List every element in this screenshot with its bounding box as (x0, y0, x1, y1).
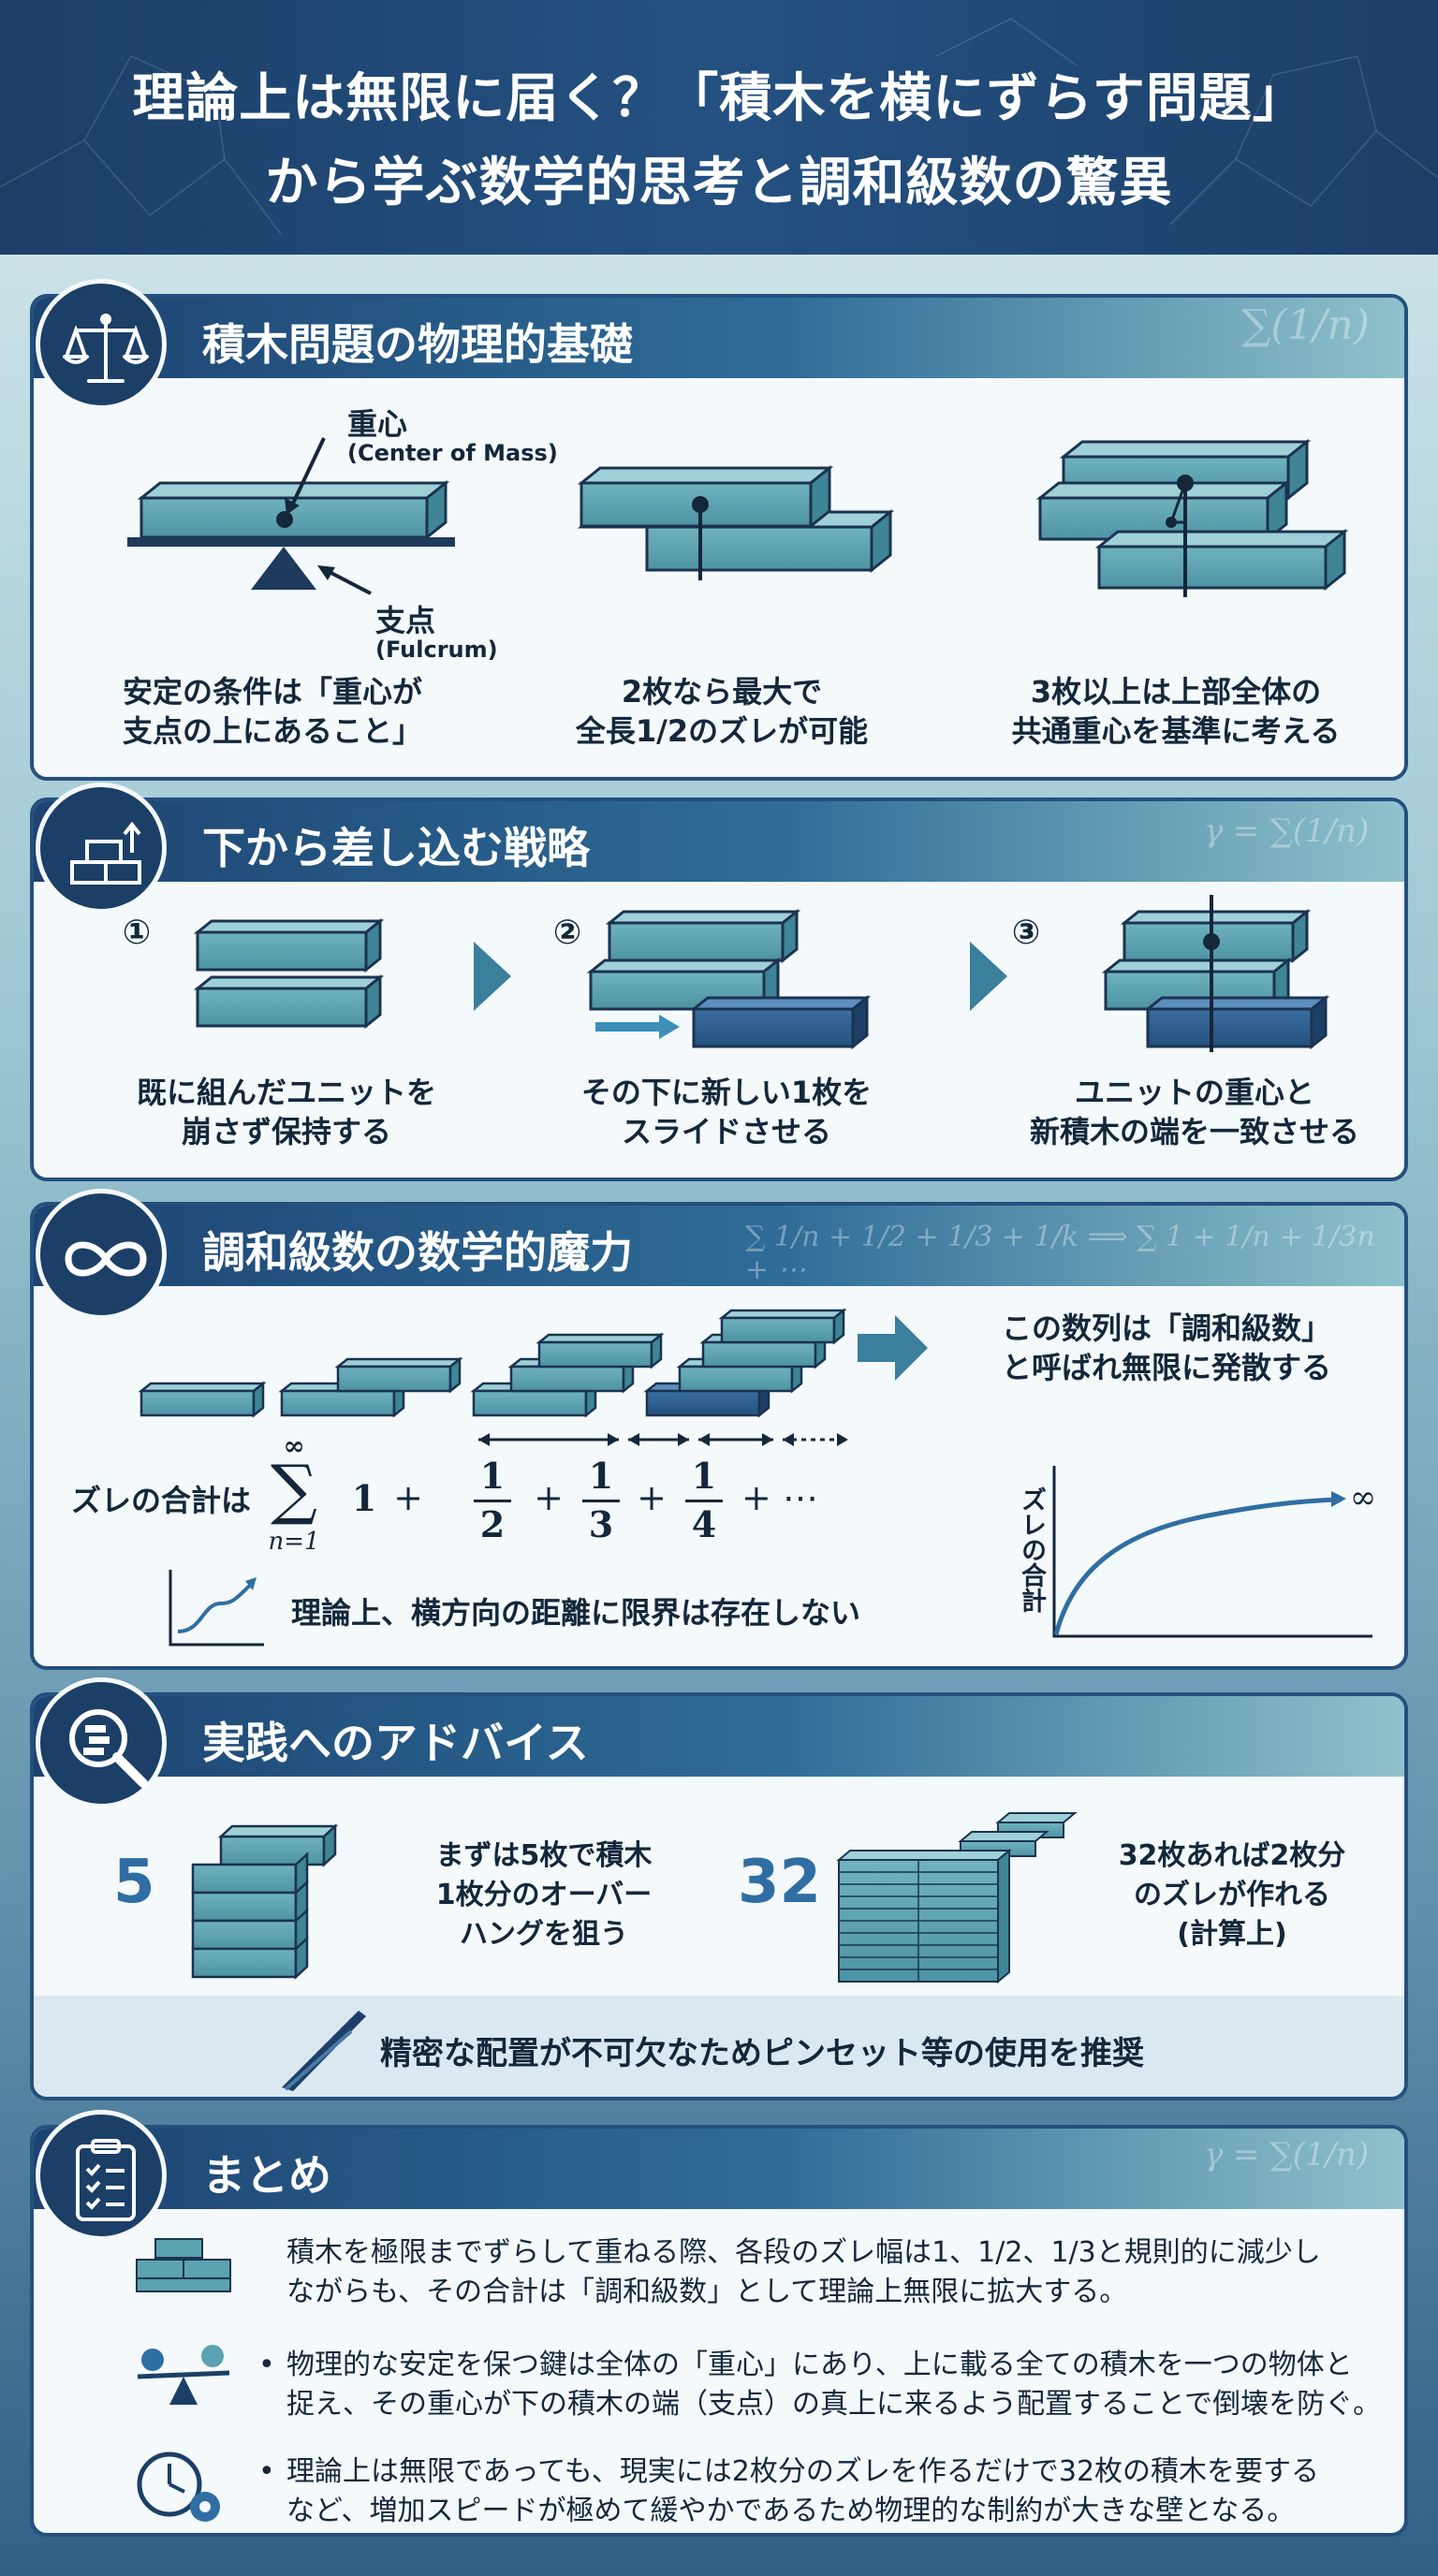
section4-title: 実践へのアドバイス (202, 1718, 589, 1768)
clipboard-checklist-icon (76, 2139, 136, 2221)
five-blocks-number: 5 (113, 1848, 155, 1917)
math-decoration: ∑(1/n) (1241, 301, 1370, 349)
section-summary: まとめ γ = ∑(1/n) 積木を極限までずらして重ねる際、各段のズレ幅は1、… (30, 2125, 1408, 2537)
plus-sign: + (393, 1477, 423, 1518)
thirty-two-blocks-number: 32 (738, 1848, 822, 1917)
section4-header: 実践へのアドバイス (34, 1696, 1404, 1777)
thirty-two-blocks-caption: 32枚あれば2枚分のズレが作れる(計算上) (1118, 1839, 1346, 1951)
big-arrow-icon (858, 1315, 928, 1381)
summary-point-1: 積木を極限までずらして重ねる際、各段のズレ幅は1、1/2、1/3と規則的に減少し… (286, 2236, 1321, 2308)
existing-unit-blocks (193, 917, 385, 1030)
page-title-line2: から学ぶ数学的思考と調和級数の驚異 (265, 153, 1173, 213)
fulcrum-en-label: (Fulcrum) (375, 637, 498, 663)
section-insert-strategy: 下から差し込む戦略 γ = ∑(1/n) ① ② ③ (30, 798, 1408, 1181)
math-decoration: γ = ∑(1/n) (1204, 812, 1370, 850)
arrow-right-icon (474, 942, 511, 1011)
caption-two-blocks: 2枚なら最大で全長1/2のズレが可能 (575, 674, 869, 749)
section5-title: まとめ (202, 2150, 331, 2201)
graph-infinity-label: ∞ (1349, 1479, 1377, 1516)
staircase-blocks-diagram (138, 1308, 848, 1446)
frac2-numerator: 1 (479, 1455, 506, 1497)
sum-lower-limit: n=1 (268, 1528, 320, 1556)
section2-badge (36, 783, 167, 914)
step3-number: ③ (1011, 914, 1041, 952)
math-decoration: γ = ∑(1/n) (1204, 2136, 1370, 2174)
five-block-stack-diagram (191, 1823, 339, 1980)
aligned-unit-blocks (1101, 895, 1330, 1052)
seesaw-balance-icon (137, 2345, 230, 2405)
sum-upper-limit: ∞ (283, 1430, 305, 1461)
fulcrum-label: 支点 (375, 603, 436, 638)
summary-point-3: 理論上は無限であっても、現実には2枚分のズレを作るだけで32枚の積木を要するなど… (286, 2455, 1320, 2527)
tweezers-icon (282, 2011, 366, 2091)
stacked-blocks-icon (70, 821, 141, 885)
section3-header: 調和級数の数学的魔力 ∑ 1/n + 1/2 + 1/3 + 1/k ⟹ ∑ 1… (34, 1206, 1404, 1286)
caption-three-blocks: 3枚以上は上部全体の共通重心を基準に考える (1011, 674, 1341, 749)
frac3-numerator: 1 (588, 1455, 614, 1497)
bullet: • (258, 2349, 275, 2381)
frac4-bar (685, 1500, 723, 1502)
header-banner: 理論上は無限に届く？「積木を横にずらす問題」 から学ぶ数学的思考と調和級数の驚異 (0, 0, 1438, 255)
section2-title: 下から差し込む戦略 (202, 823, 590, 873)
bullet: • (258, 2455, 275, 2488)
infinity-icon (65, 1241, 147, 1277)
sum-sigma: ∑ (271, 1451, 317, 1528)
summary-point-2: 物理的な安定を保つ鍵は全体の「重心」にあり、上に載る全ての積木を一つの物体と捉え… (286, 2349, 1382, 2421)
growth-curve-icon (169, 1570, 264, 1647)
divergence-description: この数列は「調和級数」と呼ばれ無限に発散する (1001, 1310, 1331, 1385)
slide-new-block (586, 908, 872, 1050)
three-block-diagram (1035, 438, 1349, 597)
section2-header: 下から差し込む戦略 γ = ∑(1/n) (34, 801, 1404, 882)
graph-y-axis-label: ズレの合計 (1017, 1486, 1046, 1613)
section4-badge (36, 1677, 167, 1808)
frac2-bar (474, 1500, 511, 1502)
step1-number: ① (122, 914, 152, 952)
center-of-mass-en-label: (Center of Mass) (347, 440, 558, 466)
sum-term-1: 1 (351, 1477, 377, 1519)
section-physics-basics: 積木問題の物理的基礎 ∑(1/n) (30, 294, 1408, 781)
caption-slide-block: その下に新しい1枚をスライドさせる (580, 1075, 873, 1149)
strategy-diagrams (193, 895, 1330, 1052)
no-limit-note: 理論上、横方向の距離に限界は存在しない (291, 1595, 861, 1631)
section3-badge (36, 1189, 167, 1320)
frac2-denominator: 2 (479, 1503, 506, 1545)
section1-header: 積木問題の物理的基礎 ∑(1/n) (34, 298, 1404, 378)
network-pattern (0, 18, 1438, 235)
caption-keep-unit: 既に組んだユニットを崩さず保持する (136, 1075, 436, 1149)
caption-stability-condition: 安定の条件は「重心が支点の上にあること」 (122, 674, 422, 749)
plus-sign: + (534, 1477, 564, 1518)
frac4-numerator: 1 (691, 1455, 717, 1497)
section3-title: 調和級数の数学的魔力 (202, 1227, 633, 1278)
section-harmonic-series: 調和級数の数学的魔力 ∑ 1/n + 1/2 + 1/3 + 1/k ⟹ ∑ 1… (30, 1202, 1408, 1670)
magnifier-icon (69, 1709, 148, 1788)
sum-prefix: ズレの合計は (71, 1483, 252, 1518)
arrow-right-icon (970, 942, 1007, 1011)
caption-align-center: ユニットの重心と新積木の端を一致させる (1029, 1075, 1359, 1149)
section1-title: 積木問題の物理的基礎 (202, 319, 633, 370)
frac3-bar (582, 1500, 620, 1502)
sum-ellipsis: + ⋯ (741, 1477, 818, 1518)
math-decoration: ∑ 1/n + 1/2 + 1/3 + 1/k ⟹ ∑ 1 + 1/n + 1/… (745, 1221, 1375, 1286)
physics-diagrams (127, 437, 1349, 597)
two-block-diagram (577, 464, 895, 580)
clock-gear-icon (137, 2452, 220, 2522)
tip-banner: 精密な配置が不可欠なためピンセット等の使用を推奨 (34, 1996, 1404, 2097)
blocks-summary-icon (136, 2238, 231, 2292)
step2-number: ② (552, 914, 582, 952)
divergence-graph (1052, 1466, 1372, 1638)
center-of-mass-label: 重心 (347, 406, 408, 442)
balance-scale-icon (63, 314, 149, 383)
frac3-denominator: 3 (588, 1503, 614, 1545)
plus-sign: + (637, 1477, 667, 1518)
section5-badge (36, 2110, 167, 2241)
section5-header: まとめ γ = ∑(1/n) (34, 2129, 1404, 2209)
tweezers-tip-text: 精密な配置が不可欠なためピンセット等の使用を推奨 (380, 2035, 1144, 2072)
block-on-fulcrum-diagram (127, 437, 455, 595)
page-title-line1: 理論上は無限に届く？「積木を横にずらす問題」 (132, 68, 1306, 129)
section1-badge (36, 279, 167, 410)
frac4-denominator: 4 (691, 1503, 717, 1545)
thirty-two-block-stack-diagram (836, 1812, 1078, 1984)
